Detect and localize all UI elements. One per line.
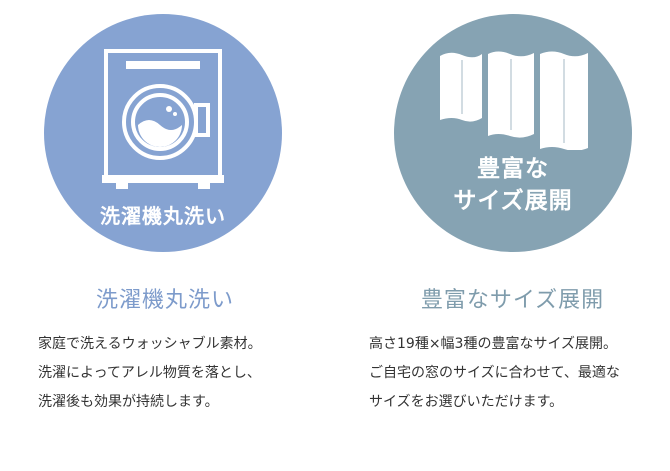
circle-label-line: 洗濯機丸洗い bbox=[100, 204, 226, 228]
feature-circle: 洗濯機丸洗い bbox=[44, 14, 282, 252]
feature-title: 洗濯機丸洗い bbox=[95, 288, 234, 313]
washing-machine-icon bbox=[102, 49, 224, 189]
feature-washable: 洗濯機丸洗い 洗濯機丸洗い 家庭で洗えるウォッシャブル素材。 洗濯によってアレル… bbox=[38, 14, 282, 417]
feature-sizes: 豊富な サイズ展開 豊富なサイズ展開 高さ19種×幅3種の豊富なサイズ展開。 ご… bbox=[335, 0, 670, 471]
description-line: 高さ19種×幅3種の豊富なサイズ展開。 bbox=[369, 336, 618, 352]
curtain-panels-icon bbox=[440, 51, 588, 150]
feature-circle: 豊富な サイズ展開 bbox=[394, 14, 632, 252]
description-line: 洗濯によってアレル物質を落とし、 bbox=[38, 365, 261, 381]
description-line: 家庭で洗えるウォッシャブル素材。 bbox=[38, 336, 262, 352]
feature-description: 家庭で洗えるウォッシャブル素材。 洗濯によってアレル物質を落とし、 洗濯後も効果… bbox=[38, 330, 262, 417]
feature-title: 豊富なサイズ展開 bbox=[420, 288, 605, 313]
description-line: サイズをお選びいただけます。 bbox=[369, 394, 564, 410]
feature-description: 高さ19種×幅3種の豊富なサイズ展開。 ご自宅の窓のサイズに合わせて、最適な サ… bbox=[369, 330, 620, 417]
circle-label-line: サイズ展開 bbox=[453, 188, 573, 214]
description-line: ご自宅の窓のサイズに合わせて、最適な bbox=[369, 365, 620, 381]
circle-label-line: 豊富な bbox=[477, 156, 549, 182]
circle-label: 豊富な サイズ展開 bbox=[394, 153, 632, 217]
description-line: 洗濯後も効果が持続します。 bbox=[38, 394, 219, 410]
circle-label: 洗濯機丸洗い bbox=[44, 200, 282, 229]
